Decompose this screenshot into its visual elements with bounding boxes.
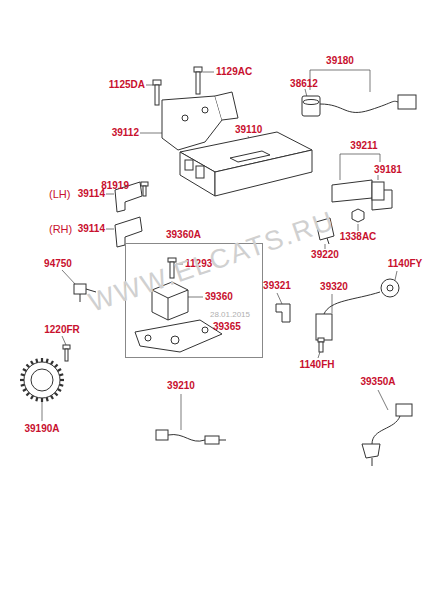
callout-number: 1140FY xyxy=(388,259,422,269)
callout-number: 39211 xyxy=(350,141,377,151)
callout-number: 39210 xyxy=(167,381,195,391)
callout-number: 39112 xyxy=(112,128,139,138)
callout-number: 39110 xyxy=(235,125,262,135)
knock-sensor xyxy=(316,279,399,340)
bolt xyxy=(318,338,324,352)
callout-number: 39321 xyxy=(263,281,291,291)
side-note: (RH) xyxy=(49,224,72,235)
callout-number: 1140FH xyxy=(299,360,334,370)
callout-number: 1338AC xyxy=(340,232,377,242)
target-wheel xyxy=(20,358,64,402)
leader-lines xyxy=(42,70,397,430)
callout-number: 1129AC xyxy=(216,67,252,77)
bolt xyxy=(194,67,202,94)
crankshaft-sensor xyxy=(362,404,412,466)
callout-number: 1125DA xyxy=(109,80,145,90)
callout-number: 81919 xyxy=(101,181,129,191)
bolt xyxy=(63,345,70,361)
bolt xyxy=(153,80,161,105)
side-note: (LH) xyxy=(49,189,70,200)
callout-number: 39220 xyxy=(311,250,339,260)
callout-number: 39114 xyxy=(78,224,105,234)
callout-number: 39190A xyxy=(24,424,59,434)
clip xyxy=(276,304,290,322)
sensor xyxy=(372,182,384,200)
bracket-flange xyxy=(215,92,238,120)
ecu-bracket xyxy=(162,96,222,150)
callout-number: 94750 xyxy=(44,259,72,269)
callout-number: 39180 xyxy=(326,56,354,66)
date-stamp: 28.01.2015 xyxy=(210,311,250,319)
callout-number: 39365 xyxy=(213,322,241,332)
mount-plate xyxy=(135,320,222,352)
callout-number: 1220FR xyxy=(44,325,80,335)
callout-number: 39360 xyxy=(205,292,233,302)
camshaft-sensor xyxy=(302,95,416,116)
ecu xyxy=(180,132,312,196)
callout-number: 39320 xyxy=(320,282,348,292)
group-number: 39360A xyxy=(166,230,201,240)
nut xyxy=(352,209,364,222)
sensor-bracket xyxy=(332,180,392,210)
callout-number: 39114 xyxy=(78,189,105,199)
callout-number: 39181 xyxy=(374,165,402,175)
callout-number: 39350A xyxy=(360,377,395,387)
oxygen-sensor xyxy=(156,430,226,444)
callout-number: 38612 xyxy=(290,79,318,89)
